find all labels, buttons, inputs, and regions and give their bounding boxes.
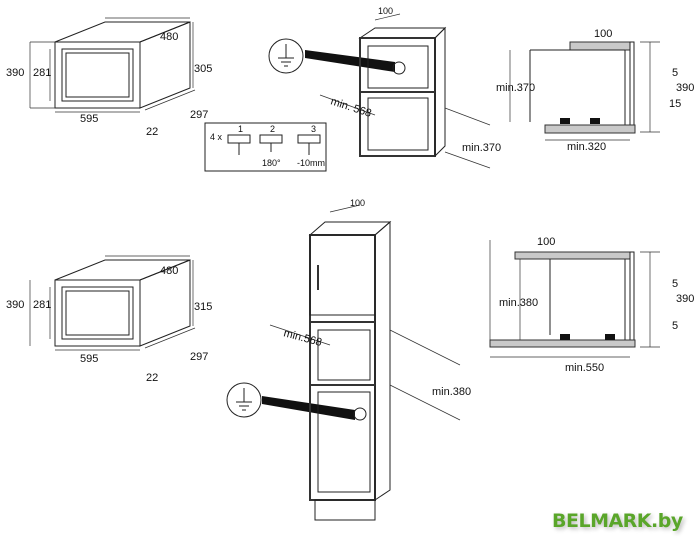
oven-depth-label: 305 — [194, 63, 212, 75]
cabinet-min-width-label: min.568 — [282, 327, 323, 349]
side-total-label: 390 — [676, 82, 694, 94]
cabinet-min-height-label: min.380 — [432, 386, 471, 398]
oven-frame-label: 22 — [146, 126, 158, 138]
oven-height-label: 390 — [6, 67, 24, 79]
step-3: 3 — [311, 124, 316, 134]
side-min-depth-label: min.550 — [565, 362, 604, 374]
ground-icon — [226, 382, 355, 420]
oven-niche-depth-label: 297 — [190, 109, 208, 121]
rotation-label: 180° — [262, 158, 281, 168]
installation-steps-box: 4 x 1 2 3 180° -10mm — [204, 122, 327, 172]
side-gap-bottom-label: 5 — [672, 320, 678, 332]
oven-inner-height-label: 281 — [33, 299, 51, 311]
oven-height-label: 390 — [6, 299, 24, 311]
oven-inner-height-label: 281 — [33, 67, 51, 79]
watermark-logo: BELMARK.by — [552, 510, 683, 532]
step-2: 2 — [270, 124, 275, 134]
cabinet-min-width-label: min. 568 — [329, 95, 373, 119]
side-min-depth-label: min.320 — [567, 141, 606, 153]
cabinet-min-height-label: min.370 — [462, 142, 501, 154]
side-top-depth-label: 100 — [537, 236, 555, 248]
oven-depth-label: 315 — [194, 301, 212, 313]
side-min-height-label: min.380 — [499, 297, 538, 309]
adjust-label: -10mm — [297, 158, 325, 168]
side-top-depth-label: 100 — [594, 28, 612, 40]
side-gap-bottom-label: 15 — [669, 98, 681, 110]
cabinet-depth-label: 100 — [378, 6, 393, 16]
step-1: 1 — [238, 124, 243, 134]
step-count: 4 x — [210, 132, 223, 142]
oven-width-label: 480 — [160, 31, 178, 43]
side-total-label: 390 — [676, 293, 694, 305]
bracket-icons — [227, 134, 321, 155]
side-view-bottom: 100 min.380 5 390 5 min.550 — [489, 236, 694, 374]
oven-front-width-label: 595 — [80, 353, 98, 365]
oven-top-drawing: 480 390 281 305 297 595 22 — [6, 17, 212, 138]
oven-niche-depth-label: 297 — [190, 351, 208, 363]
oven-front-width-label: 595 — [80, 113, 98, 125]
side-min-height-label: min.370 — [496, 82, 535, 94]
oven-frame-label: 22 — [146, 372, 158, 384]
side-gap-top-label: 5 — [672, 67, 678, 79]
oven-width-label: 480 — [160, 265, 178, 277]
side-view-top: 100 min.370 5 390 15 min.320 — [496, 28, 694, 153]
oven-bottom-drawing: 480 390 281 315 297 595 22 — [6, 255, 212, 384]
cabinet-top-drawing: 100 min. 568 min.370 — [319, 6, 501, 169]
side-gap-top-label: 5 — [672, 278, 678, 290]
tall-cabinet-drawing: 100 min.568 min.380 — [269, 198, 471, 521]
ground-icon — [268, 38, 395, 74]
cabinet-depth-label: 100 — [350, 198, 365, 208]
